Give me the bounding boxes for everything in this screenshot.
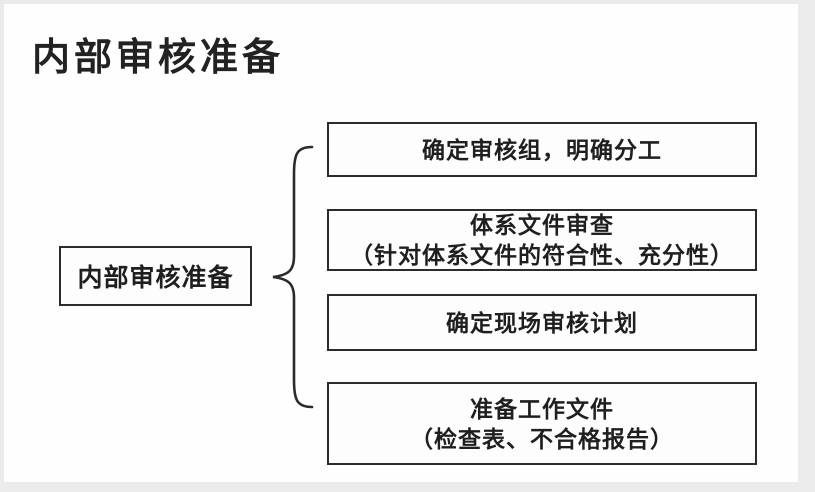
branch-box-working-documents: 准备工作文件 （检查表、不合格报告） xyxy=(327,382,757,465)
branch-box-document-review: 体系文件审查 （针对体系文件的符合性、充分性） xyxy=(327,209,757,271)
branch-box-onsite-plan: 确定现场审核计划 xyxy=(327,294,757,351)
brace-path xyxy=(272,145,314,409)
branch-sublabel: （检查表、不合格报告） xyxy=(410,425,674,452)
branch-box-audit-team: 确定审核组，明确分工 xyxy=(327,122,757,177)
branch-sublabel: （针对体系文件的符合性、充分性） xyxy=(350,242,734,268)
branch-label: 确定现场审核计划 xyxy=(446,309,638,336)
branch-label: 准备工作文件 xyxy=(470,395,614,422)
root-box-label: 内部审核准备 xyxy=(77,264,234,292)
branch-label: 体系文件审查 xyxy=(470,212,614,238)
page-title: 内部审核准备 xyxy=(32,37,285,79)
branch-label: 确定审核组，明确分工 xyxy=(422,136,662,163)
content-card: 内部审核准备 内部审核准备 确定审核组，明确分工 体系文件审查 （针对体系文件的… xyxy=(4,4,798,482)
root-box: 内部审核准备 xyxy=(59,246,252,306)
brace-icon xyxy=(272,145,314,409)
